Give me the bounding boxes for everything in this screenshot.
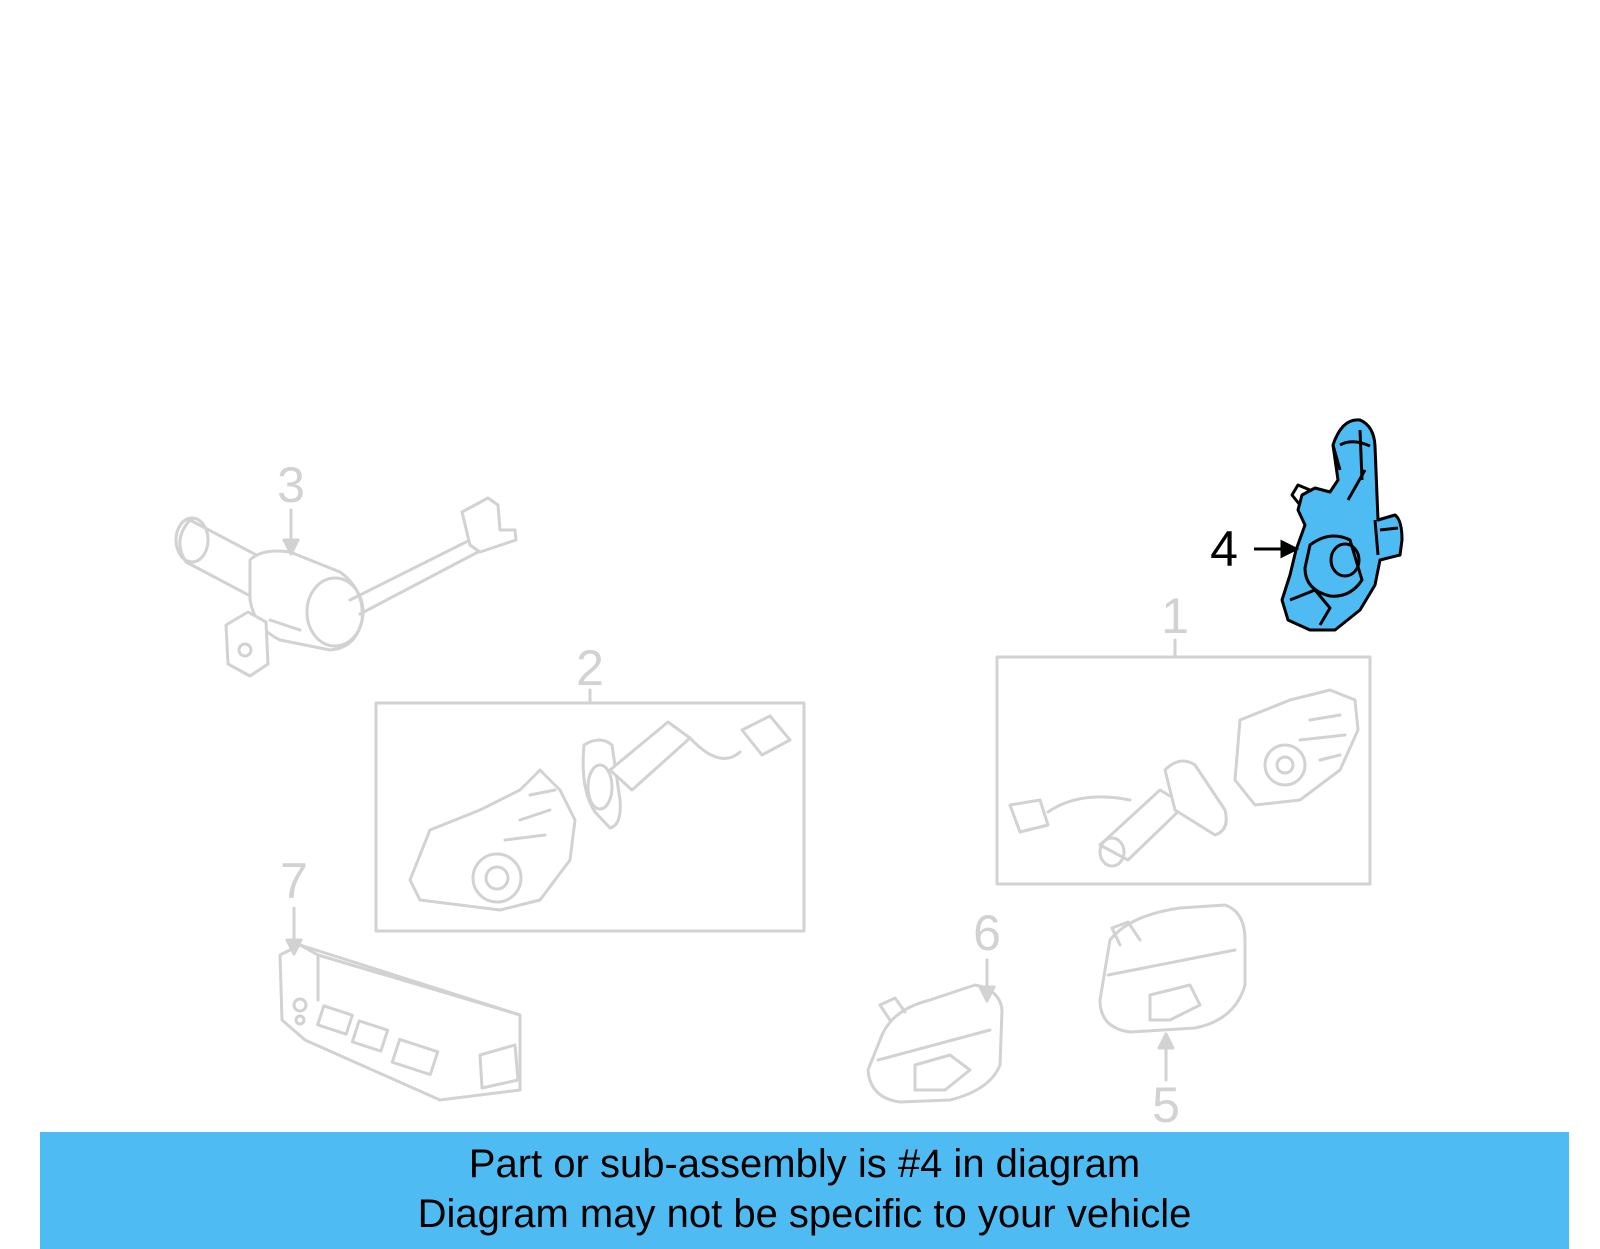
part-4-leader (1254, 539, 1300, 559)
part-1-drawing (1008, 688, 1360, 868)
part-7-drawing (278, 943, 522, 1102)
part-1-box (995, 655, 1372, 886)
part-3-drawing (174, 496, 518, 678)
banner-line-1: Part or sub-assembly is #4 in diagram (468, 1142, 1141, 1186)
callout-7: 7 (280, 853, 308, 909)
info-banner: Part or sub-assembly is #4 in diagram Di… (40, 1132, 1569, 1249)
part-2-drawing (408, 714, 792, 912)
part-4-drawing (1280, 418, 1404, 632)
callout-5: 5 (1152, 1077, 1180, 1133)
callout-4: 4 (1210, 521, 1238, 577)
part-5-drawing (1098, 903, 1247, 1034)
callout-6: 6 (973, 905, 1001, 961)
callout-2: 2 (576, 640, 604, 696)
banner-line-2: Diagram may not be specific to your vehi… (417, 1192, 1192, 1236)
callout-leaders (282, 508, 1175, 1082)
callout-3: 3 (277, 457, 305, 513)
part-6-drawing (866, 983, 1004, 1104)
callout-1: 1 (1161, 588, 1189, 644)
